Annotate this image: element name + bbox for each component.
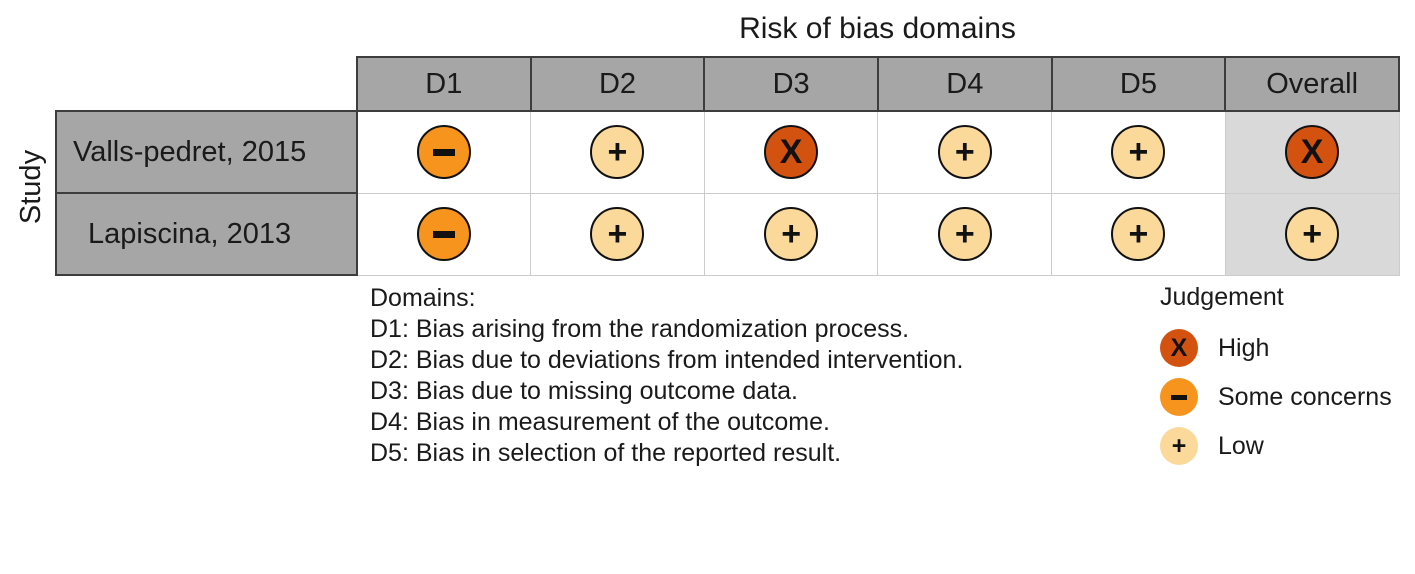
study-label-cell-1[interactable]: Valls-pedret, 2015 <box>55 110 358 194</box>
cross-icon: X <box>779 133 803 172</box>
column-header-d3[interactable]: D3 <box>703 56 879 112</box>
legend-item-high[interactable]: X High <box>1160 323 1392 372</box>
judgement-bubble-low: + <box>1111 125 1166 180</box>
column-header-d5[interactable]: D5 <box>1050 56 1227 112</box>
judgement-bubble-low: + <box>1111 207 1166 261</box>
judgement-bubble-low: + <box>590 125 645 180</box>
domain-key-heading: Domains: <box>370 284 476 312</box>
risk-of-bias-table: D1 D2 D3 D4 D5 Overall Valls-pedret, 201… <box>55 56 1400 276</box>
judgement-legend: Judgement X High - Some concerns + Low <box>1160 283 1392 470</box>
domain-key-line-d2: D2: Bias due to deviations from intended… <box>370 346 964 374</box>
study-label: Lapiscina, 2013 <box>88 217 292 250</box>
judgement-cell-r2-d1[interactable]: - <box>356 192 532 276</box>
plus-icon: + <box>781 215 802 253</box>
judgement-bubble-low: + <box>590 207 645 261</box>
judgement-bubble-low: + <box>1285 207 1340 261</box>
column-header-d4[interactable]: D4 <box>876 56 1053 112</box>
domain-key-line-d1: D1: Bias arising from the randomization … <box>370 315 910 343</box>
judgement-cell-r2-d4[interactable]: + <box>877 192 1053 276</box>
study-axis-label: Study <box>15 149 47 225</box>
plus-icon: + <box>1128 133 1149 172</box>
judgement-bubble-some-concerns: - <box>417 125 472 180</box>
table-row: Valls-pedret, 2015 - + X + <box>55 110 1400 194</box>
domain-key-line-d3: D3: Bias due to missing outcome data. <box>370 377 799 405</box>
study-label-cell-2[interactable]: Lapiscina, 2013 <box>55 192 358 276</box>
legend-bubble-high: X <box>1160 328 1198 367</box>
table-row: Lapiscina, 2013 - + + + <box>55 192 1400 276</box>
legend-label-high: High <box>1218 333 1270 362</box>
judgement-cell-r2-d2[interactable]: + <box>530 192 705 276</box>
judgement-bubble-low: + <box>937 207 992 261</box>
judgement-legend-title: Judgement <box>1160 283 1284 311</box>
plus-icon: + <box>607 133 628 172</box>
plus-icon: + <box>1302 215 1323 253</box>
cross-icon: X <box>1170 333 1188 362</box>
plus-icon: + <box>1171 431 1187 460</box>
judgement-bubble-high: X <box>764 125 819 180</box>
plus-icon: + <box>1128 215 1149 253</box>
page-title: Risk of bias domains <box>739 12 1016 45</box>
legend-item-low[interactable]: + Low <box>1160 421 1392 470</box>
judgement-cell-r1-d4[interactable]: + <box>877 110 1053 194</box>
domain-key-line-d4: D4: Bias in measurement of the outcome. <box>370 408 830 436</box>
minus-icon: - <box>419 209 469 259</box>
column-header-d2[interactable]: D2 <box>529 56 706 112</box>
plus-icon: + <box>954 133 975 172</box>
judgement-cell-r1-d2[interactable]: + <box>530 110 705 194</box>
judgement-cell-r2-d3[interactable]: + <box>703 192 879 276</box>
judgement-cell-r1-d3[interactable]: X <box>703 110 879 194</box>
table-corner-cell <box>56 57 357 111</box>
domain-key-line-d5: D5: Bias in selection of the reported re… <box>370 439 842 467</box>
legend-label-some-concerns: Some concerns <box>1218 382 1392 411</box>
judgement-cell-r2-d5[interactable]: + <box>1051 192 1226 276</box>
cross-icon: X <box>1300 133 1324 172</box>
table-header-row: D1 D2 D3 D4 D5 Overall <box>56 56 1400 112</box>
judgement-cell-r1-overall[interactable]: X <box>1224 110 1400 194</box>
judgement-bubble-some-concerns: - <box>417 207 472 261</box>
minus-icon: - <box>419 127 469 177</box>
domain-key: Domains: D1: Bias arising from the rando… <box>370 283 963 469</box>
column-header-overall[interactable]: Overall <box>1224 56 1400 112</box>
judgement-bubble-low: + <box>937 125 992 180</box>
judgement-bubble-high: X <box>1285 125 1340 180</box>
judgement-cell-r2-overall[interactable]: + <box>1224 192 1400 276</box>
study-label: Valls-pedret, 2015 <box>73 135 307 168</box>
plus-icon: + <box>954 215 975 253</box>
plus-icon: + <box>607 215 628 253</box>
judgement-cell-r1-d1[interactable]: - <box>356 110 532 194</box>
legend-bubble-low: + <box>1160 426 1198 465</box>
legend-bubble-some-concerns: - <box>1160 377 1198 416</box>
minus-icon: - <box>1160 378 1198 416</box>
column-header-d1[interactable]: D1 <box>356 56 532 112</box>
legend-item-some-concerns[interactable]: - Some concerns <box>1160 372 1392 421</box>
legend-label-low: Low <box>1218 431 1264 460</box>
judgement-cell-r1-d5[interactable]: + <box>1051 110 1226 194</box>
judgement-bubble-low: + <box>764 207 819 261</box>
